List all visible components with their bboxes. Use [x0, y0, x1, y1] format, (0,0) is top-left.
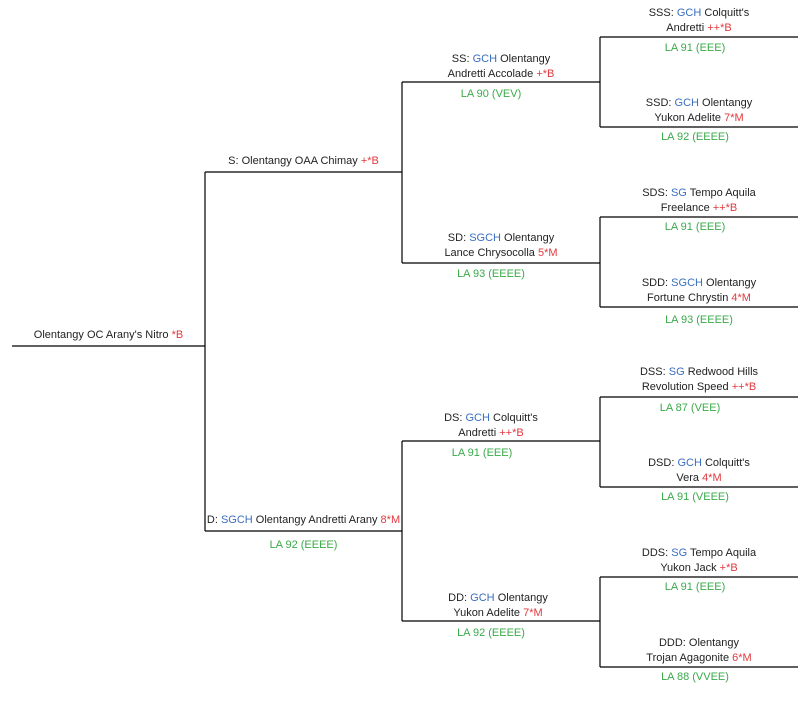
ddd-node: DDD: Olentangy Trojan Agagonite 6*M: [600, 636, 798, 666]
dd-la: LA 92 (EEEE): [457, 627, 525, 639]
dd-line1: Olentangy: [497, 592, 548, 604]
ds-prefix: DS:: [444, 412, 463, 424]
dss-title: SG: [668, 366, 685, 378]
dds-rating: +*B: [719, 562, 738, 574]
ss-node: SS: GCH Olentangy Andretti Accolade +*B: [402, 52, 600, 82]
ddd-la: LA 88 (VVEE): [661, 671, 729, 683]
dds-node: DDS: SG Tempo Aquila Yukon Jack +*B: [600, 546, 798, 576]
sdd-rating: 4*M: [731, 292, 751, 304]
ssd-rating: 7*M: [724, 112, 744, 124]
sds-line2: Freelance: [660, 202, 710, 214]
dam-la: LA 92 (EEEE): [269, 539, 338, 551]
ssd-prefix: SSD:: [645, 97, 672, 109]
dd-prefix: DD:: [448, 592, 468, 604]
dds-title: SG: [671, 547, 688, 559]
sds-line1: Tempo Aquila: [689, 187, 756, 199]
sdd-title: SGCH: [671, 277, 703, 289]
dds-prefix: DDS:: [641, 547, 669, 559]
sire-node: S: Olentangy OAA Chimay +*B: [205, 154, 402, 169]
dsd-node: DSD: GCH Colquitt's Vera 4*M: [600, 456, 798, 486]
dog-name: Olentangy OC Arany's Nitro: [33, 329, 169, 341]
sire-prefix: S:: [228, 155, 239, 167]
dds-line2: Yukon Jack: [660, 562, 717, 574]
sss-title: GCH: [676, 7, 702, 19]
dsd-line2: Vera: [676, 472, 699, 484]
sd-line2: Lance Chrysocolla: [444, 247, 535, 259]
sd-prefix: SD:: [447, 232, 467, 244]
ds-la: LA 91 (EEE): [451, 447, 513, 459]
dsd-title: GCH: [677, 457, 702, 469]
dam-node: D: SGCH Olentangy Andretti Arany 8*M: [205, 513, 402, 528]
dss-rating: ++*B: [731, 381, 757, 393]
ssd-title: GCH: [674, 97, 699, 109]
sss-prefix: SSS:: [648, 7, 674, 19]
sire-name: Olentangy OAA Chimay: [241, 155, 358, 167]
sdd-line1: Olentangy: [706, 277, 757, 289]
dsd-rating: 4*M: [702, 472, 722, 484]
dss-node: DSS: SG Redwood Hills Revolution Speed +…: [600, 365, 798, 395]
ddd-line1: Olentangy: [688, 637, 740, 649]
sd-title: SGCH: [469, 232, 501, 244]
dss-prefix: DSS:: [639, 366, 666, 378]
dds-la: LA 91 (EEE): [664, 581, 726, 593]
ss-la: LA 90 (VEV): [460, 88, 522, 100]
ss-line2: Andretti Accolade: [447, 68, 534, 80]
dsd-la: LA 91 (VEEE): [661, 491, 729, 503]
dss-line2: Revolution Speed: [641, 381, 729, 393]
dd-node: DD: GCH Olentangy Yukon Adelite 7*M: [402, 591, 594, 621]
sdd-prefix: SDD:: [641, 277, 669, 289]
sd-node: SD: SGCH Olentangy Lance Chrysocolla 5*M: [402, 231, 600, 261]
ss-prefix: SS:: [451, 53, 470, 65]
dss-la: LA 87 (VEE): [659, 402, 721, 414]
sdd-node: SDD: SGCH Olentangy Fortune Chrystin 4*M: [600, 276, 798, 306]
ssd-line1: Olentangy: [702, 97, 753, 109]
sss-node: SSS: GCH Colquitt's Andretti ++*B: [600, 6, 798, 36]
sds-title: SG: [670, 187, 687, 199]
sds-prefix: SDS:: [642, 187, 668, 199]
ds-line1: Colquitt's: [493, 412, 538, 424]
ds-line2: Andretti: [458, 427, 497, 439]
ssd-node: SSD: GCH Olentangy Yukon Adelite 7*M: [600, 96, 798, 126]
dss-line1: Redwood Hills: [687, 366, 759, 378]
sss-la: LA 91 (EEE): [664, 42, 726, 54]
sds-node: SDS: SG Tempo Aquila Freelance ++*B: [600, 186, 798, 216]
ss-line1: Olentangy: [500, 53, 551, 65]
ds-title: GCH: [465, 412, 490, 424]
dog-node: Olentangy OC Arany's Nitro *B: [12, 328, 205, 343]
ds-rating: ++*B: [499, 427, 524, 439]
ddd-rating: 6*M: [732, 652, 752, 664]
dam-prefix: D:: [206, 514, 218, 526]
sds-rating: ++*B: [712, 202, 738, 214]
sd-la: LA 93 (EEEE): [457, 268, 525, 280]
ddd-line2: Trojan Agagonite: [646, 652, 730, 664]
dam-rating: 8*M: [380, 514, 401, 526]
sd-line1: Olentangy: [504, 232, 555, 244]
sss-line2: Andretti: [666, 22, 705, 34]
dd-line2: Yukon Adelite: [453, 607, 521, 619]
dam-title: SGCH: [220, 514, 253, 526]
ss-title: GCH: [472, 53, 498, 65]
ssd-la: LA 92 (EEEE): [661, 131, 729, 143]
dds-line1: Tempo Aquila: [690, 547, 757, 559]
dd-title: GCH: [470, 592, 495, 604]
sss-rating: ++*B: [707, 22, 732, 34]
dd-rating: 7*M: [523, 607, 543, 619]
sdd-la: LA 93 (EEEE): [665, 314, 733, 326]
dsd-prefix: DSD:: [648, 457, 675, 469]
sds-la: LA 91 (EEE): [664, 221, 726, 233]
ss-rating: +*B: [536, 68, 555, 80]
ssd-line2: Yukon Adelite: [654, 112, 722, 124]
sire-rating: +*B: [360, 155, 379, 167]
sss-line1: Colquitt's: [704, 7, 750, 19]
dog-rating: *B: [171, 329, 184, 341]
ddd-prefix: DDD:: [658, 637, 686, 649]
dsd-line1: Colquitt's: [704, 457, 750, 469]
sdd-line2: Fortune Chrystin: [647, 292, 729, 304]
dam-name: Olentangy Andretti Arany: [255, 514, 378, 526]
ds-node: DS: GCH Colquitt's Andretti ++*B: [402, 411, 580, 441]
sd-rating: 5*M: [538, 247, 558, 259]
